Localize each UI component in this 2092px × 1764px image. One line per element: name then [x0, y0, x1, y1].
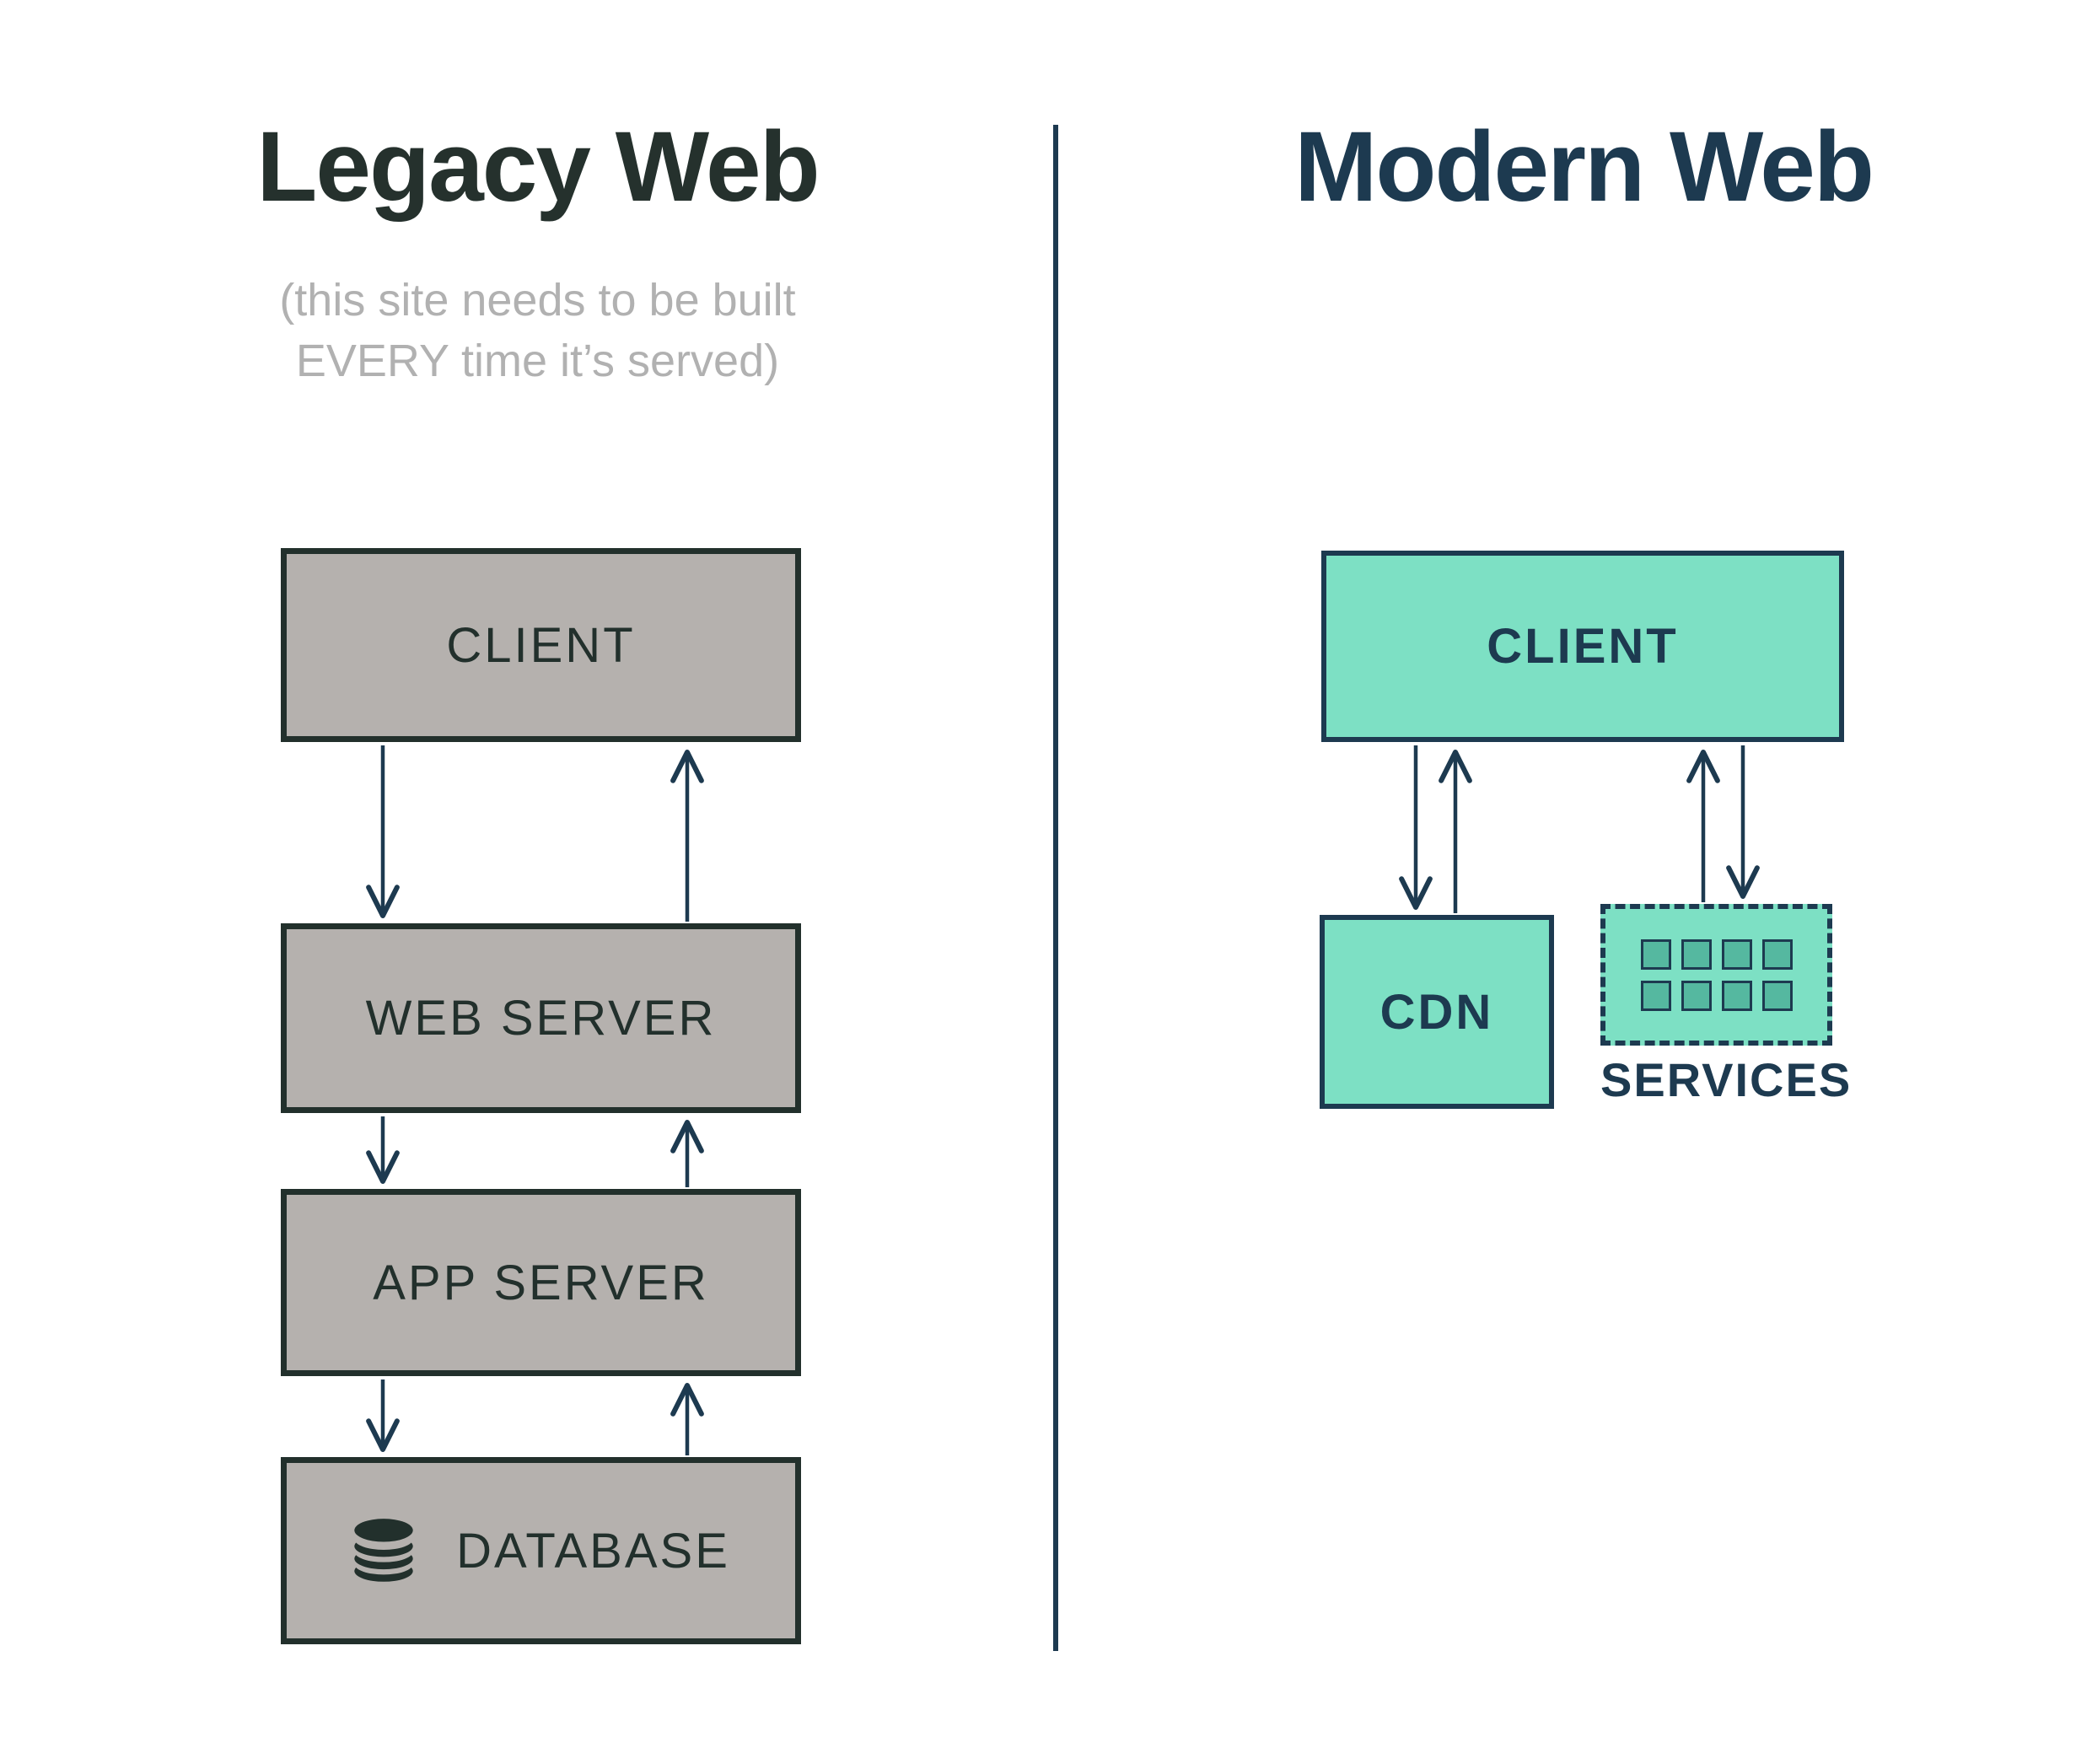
modern-services-label: SERVICES: [1600, 1053, 1853, 1106]
legacy-app-server-label: APP SERVER: [373, 1255, 709, 1310]
modern-client-box: CLIENT: [1321, 551, 1844, 742]
modern-cdn-label: CDN: [1379, 984, 1494, 1040]
service-square: [1681, 938, 1712, 970]
service-square: [1761, 938, 1793, 970]
legacy-app-server-box: APP SERVER: [281, 1189, 801, 1376]
legacy-title: Legacy Web: [256, 111, 820, 223]
service-square: [1721, 980, 1752, 1011]
service-square: [1640, 980, 1671, 1011]
legacy-client-label: CLIENT: [446, 617, 636, 673]
service-square: [1681, 980, 1712, 1011]
legacy-subtitle-line1: (this site needs to be built: [279, 275, 796, 325]
service-square: [1761, 980, 1793, 1011]
modern-services-box: [1600, 904, 1832, 1046]
service-square: [1721, 938, 1752, 970]
service-square: [1640, 938, 1671, 970]
modern-title: Modern Web: [1294, 111, 1874, 223]
modern-client-label: CLIENT: [1487, 619, 1679, 674]
legacy-database-label: DATABASE: [456, 1523, 730, 1578]
legacy-client-box: CLIENT: [281, 548, 801, 742]
legacy-subtitle-line2: EVERY time it’s served): [295, 336, 780, 386]
legacy-subtitle: (this site needs to be built EVERY time …: [110, 270, 965, 391]
services-grid-icon: [1640, 938, 1793, 1011]
database-icon: [354, 1519, 413, 1582]
legacy-web-server-box: WEB SERVER: [281, 923, 801, 1113]
legacy-web-server-label: WEB SERVER: [365, 991, 717, 1046]
modern-cdn-box: CDN: [1320, 915, 1554, 1109]
legacy-database-box: DATABASE: [281, 1457, 801, 1644]
